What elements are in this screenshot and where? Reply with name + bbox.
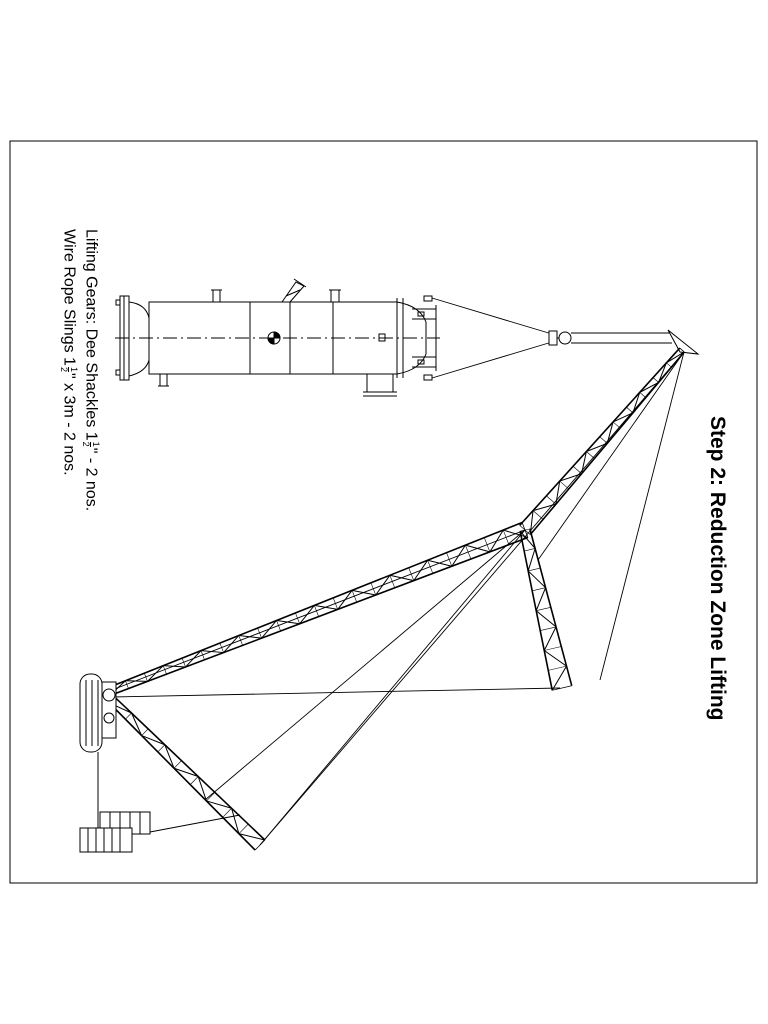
- luffing-jib: [519, 347, 685, 536]
- pendant-lines: [111, 351, 685, 846]
- gears-note-prefix: Lifting Gears: Dee Shackles 1: [82, 229, 100, 441]
- mast-strut: [519, 528, 573, 691]
- main-mast: [108, 696, 266, 851]
- reduction-zone-vessel: [115, 278, 440, 397]
- gears-fraction-numerator: 1: [90, 441, 101, 447]
- lattice-booms: [106, 347, 685, 851]
- drawing-title: Step 2: Reduction Zone Lifting: [706, 416, 729, 721]
- slings-fraction-denominator: 2: [59, 366, 69, 372]
- gears-fraction-denominator: 2: [81, 441, 91, 447]
- main-boom: [106, 521, 529, 697]
- wire-rope-slings: [431, 297, 553, 379]
- counterweight: [79, 811, 151, 853]
- crawler-crane: [79, 329, 700, 853]
- gears-note-suffix: " - 2 nos.: [82, 447, 100, 512]
- slings-note-suffix: " x 3m - 2 nos.: [60, 372, 78, 476]
- jib-tip: [667, 329, 700, 355]
- slings-fraction-numerator: 1: [68, 366, 79, 372]
- crane-hook-block: [548, 330, 672, 346]
- crawler-base: [79, 673, 117, 828]
- drawing-border: [9, 140, 758, 884]
- slings-note-prefix: Wire Rope Slings 1: [60, 229, 78, 366]
